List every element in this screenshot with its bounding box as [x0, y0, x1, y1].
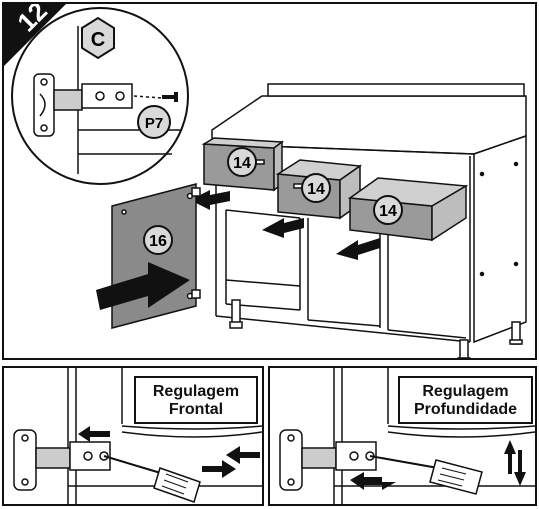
depth-adjustment-label: Regulagem Profundidade — [398, 376, 533, 424]
depth-adjustment-panel: Regulagem Profundidade — [268, 366, 537, 506]
arrow-left-small — [78, 426, 110, 442]
drawer-right — [347, 177, 469, 242]
arrow-down — [514, 450, 526, 486]
frontal-direction-arrows — [78, 426, 260, 478]
door-label: 16 — [143, 225, 173, 255]
part-code: P7 — [145, 115, 163, 132]
arrow-double-horizontal — [350, 472, 396, 490]
hardware-code: C — [91, 29, 105, 51]
screwdriver-icon — [369, 455, 483, 495]
arrow-left — [226, 446, 260, 464]
main-assembly-panel: 12 — [2, 2, 537, 360]
main-assembly-drawing: 12 — [4, 4, 527, 358]
arrow-right — [202, 460, 236, 478]
drawer-number-left: 14 — [233, 155, 251, 172]
depth-direction-arrows — [350, 440, 526, 490]
arrow-middle-drawer — [262, 218, 304, 238]
arrow-right-drawer — [336, 238, 380, 260]
door-panel — [111, 183, 201, 329]
depth-label-line1: Regulagem — [422, 383, 509, 400]
door-number: 16 — [149, 233, 167, 250]
depth-label-line2: Profundidade — [413, 401, 518, 418]
frontal-label-line2: Frontal — [168, 401, 224, 418]
drawer-label-left: 14 — [227, 147, 257, 177]
door-push-arrow — [96, 262, 190, 310]
part-code-badge: P7 — [137, 105, 171, 139]
arrow-up — [504, 440, 516, 474]
hardware-hex-badge: C — [81, 16, 115, 60]
drawer-label-right: 14 — [373, 195, 403, 225]
depth-adjustment-drawing — [279, 368, 535, 504]
drawer-number-middle: 14 — [307, 181, 325, 198]
frontal-adjustment-label: Regulagem Frontal — [134, 376, 258, 424]
frontal-adjustment-panel: Regulagem Frontal — [2, 366, 264, 506]
cabinet — [211, 83, 527, 358]
frontal-adjustment-drawing — [13, 368, 262, 504]
hinge-detail-circle: C P7 — [11, 7, 189, 185]
screwdriver-icon — [103, 455, 201, 503]
frontal-label-line1: Regulagem — [152, 383, 240, 400]
drawer-number-right: 14 — [379, 203, 397, 220]
screw-icon — [162, 92, 178, 102]
drawer-label-middle: 14 — [301, 173, 331, 203]
